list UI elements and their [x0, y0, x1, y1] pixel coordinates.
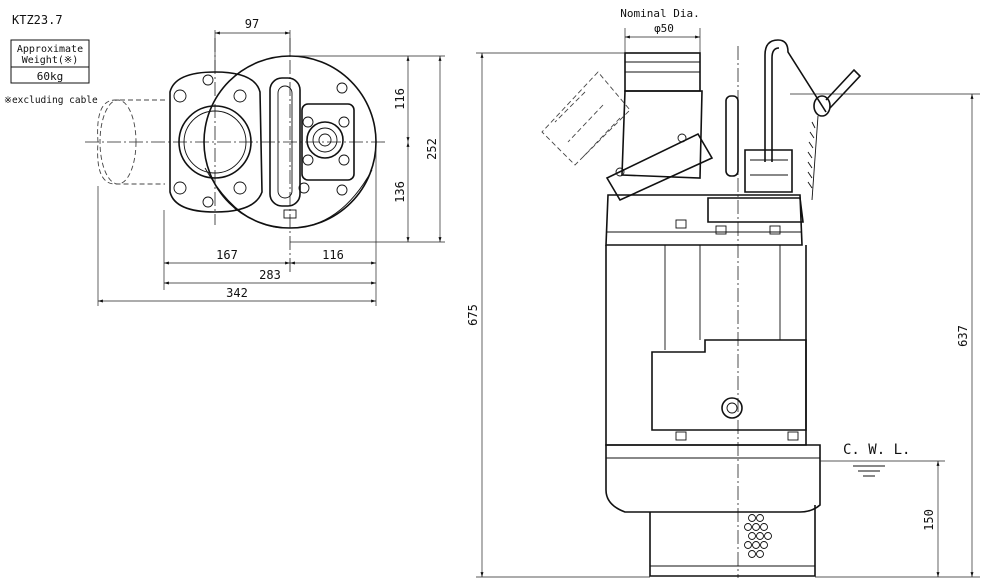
handle-bar-inner — [277, 85, 293, 199]
flange-bolt — [615, 167, 625, 177]
handle-bar — [269, 77, 301, 207]
upper-housing — [605, 194, 803, 246]
lifting-handle-inner — [771, 47, 780, 162]
block-bolt — [302, 154, 314, 166]
side-view: Nominal Dia. φ50 — [466, 7, 980, 578]
bolt-head — [675, 219, 687, 229]
block-bolt — [338, 154, 350, 166]
weight-value: 60kg — [37, 70, 64, 83]
bottom-lug — [283, 209, 297, 219]
hidden-alt-discharge-lines — [554, 91, 621, 159]
dim-right-136: 136 — [393, 181, 407, 203]
dim-total-height: 675 — [466, 304, 480, 326]
cable-gland-housing — [744, 149, 793, 193]
hidden-discharge-pipe — [97, 99, 165, 185]
dim-bottom-116: 116 — [322, 248, 344, 262]
block-bolt — [336, 82, 348, 94]
cable-gland-outer — [306, 121, 344, 159]
dim-right-116: 116 — [393, 88, 407, 110]
weight-value-box — [10, 66, 90, 84]
weight-label-line1: Approximate — [17, 44, 83, 55]
discharge-port-inner — [183, 110, 247, 174]
chain-line — [811, 115, 819, 201]
motor-body-lines — [664, 245, 781, 350]
flange-bolt — [173, 89, 187, 103]
footnote: ※excluding cable — [4, 95, 98, 106]
block-bolt — [338, 116, 350, 128]
water-level-symbol — [853, 465, 885, 477]
dim-top-97: 97 — [245, 17, 259, 31]
chain-links — [807, 121, 816, 189]
flange-bolt — [233, 181, 247, 195]
discharge-flange — [169, 71, 263, 213]
strainer-base — [649, 505, 816, 577]
cable-entry-block — [301, 103, 355, 181]
pump-casing — [605, 444, 821, 513]
nominal-dia-label: Nominal Dia. — [620, 7, 699, 20]
lifting-hook-arm — [825, 68, 862, 109]
model-label: KTZ23.7 — [12, 13, 63, 27]
hidden-pipe-end — [99, 99, 137, 185]
drain-plug-inner — [726, 402, 738, 414]
body-lower-rim — [204, 167, 373, 229]
lifting-handle — [764, 39, 827, 162]
bolt-head — [769, 225, 781, 235]
motor-body — [605, 245, 807, 446]
info-box: KTZ23.7 Approximate Weight(※) 60kg ※excl… — [4, 13, 98, 106]
cable-gland-inner — [318, 133, 332, 147]
dim-bottom-283: 283 — [259, 268, 281, 282]
flange-bolt — [202, 196, 214, 208]
vent-plug — [725, 95, 739, 177]
gland-lines — [750, 159, 788, 176]
lifting-ring — [813, 95, 831, 117]
bolt-head — [675, 431, 687, 441]
drain-plug — [721, 397, 743, 419]
bolt-head — [715, 225, 727, 235]
bolt-head — [787, 431, 799, 441]
flange-bolt — [233, 89, 247, 103]
hidden-alt-discharge — [541, 71, 631, 166]
cable-gland-mid — [312, 127, 338, 153]
dim-handle-height: 637 — [956, 325, 970, 347]
block-bolt — [336, 184, 348, 196]
angled-flange — [605, 132, 714, 202]
top-cover — [707, 197, 804, 223]
dim-cwl: 150 — [922, 509, 936, 531]
flange-bolt — [677, 133, 687, 143]
weight-label-line2: Weight(※) — [22, 55, 79, 66]
cwl-label: C. W. L. — [843, 442, 910, 458]
weight-label-box — [10, 39, 90, 68]
dim-right-252: 252 — [425, 138, 439, 160]
block-bolt — [302, 116, 314, 128]
top-view: 97 116 136 252 167 116 283 342 — [85, 17, 445, 306]
inner-housing — [651, 339, 807, 431]
block-bolt — [298, 182, 310, 194]
discharge-port-outer — [178, 105, 252, 179]
flange-bolt — [173, 181, 187, 195]
flange-bolt — [202, 74, 214, 86]
dim-bottom-167: 167 — [216, 248, 238, 262]
nominal-dia-value: φ50 — [654, 22, 674, 35]
strainer-holes — [744, 514, 772, 558]
discharge-elbow — [621, 90, 703, 179]
dim-bottom-342: 342 — [226, 286, 248, 300]
